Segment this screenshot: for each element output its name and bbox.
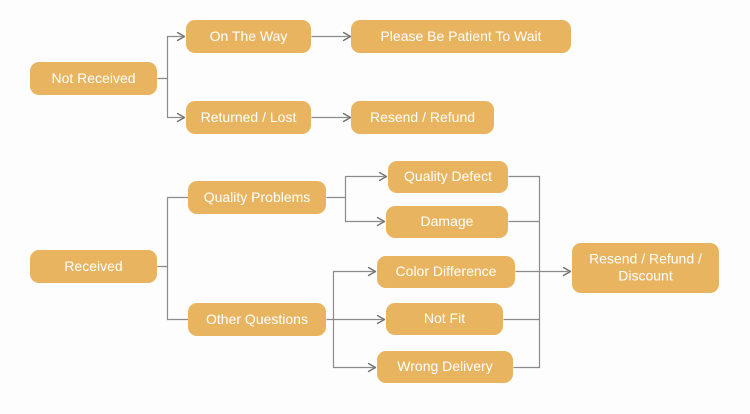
node-other-questions-label: Other Questions	[206, 311, 308, 327]
node-other-questions-box[interactable]	[188, 303, 326, 336]
node-quality-defect-label: Quality Defect	[404, 168, 492, 184]
node-color-difference-box[interactable]	[377, 256, 515, 288]
node-quality-defect[interactable]: Quality Defect	[388, 161, 508, 193]
node-returned-lost-box[interactable]	[186, 101, 311, 134]
node-not-fit-label: Not Fit	[424, 310, 465, 326]
node-not-received[interactable]: Not Received	[30, 62, 157, 95]
edge-on-the-way-to-please-be-patient	[311, 31, 352, 42]
node-on-the-way[interactable]: On The Way	[186, 20, 311, 53]
edge-leaves-to-resend-refund-discount	[503, 175, 572, 369]
node-not-fit[interactable]: Not Fit	[386, 303, 503, 335]
node-wrong-delivery-box[interactable]	[377, 351, 513, 383]
node-received-box[interactable]	[30, 250, 157, 283]
node-please-be-patient-box[interactable]	[351, 20, 571, 53]
node-quality-problems[interactable]: Quality Problems	[188, 181, 326, 214]
node-not-received-box[interactable]	[30, 62, 157, 95]
node-resend-refund-box[interactable]	[351, 101, 494, 134]
node-received-label: Received	[64, 258, 122, 274]
edge-received-to-branches	[157, 196, 189, 321]
node-color-difference[interactable]: Color Difference	[377, 256, 515, 288]
edge-other-questions-to-children	[326, 266, 386, 373]
node-damage-label: Damage	[421, 213, 474, 229]
node-damage[interactable]: Damage	[386, 206, 508, 238]
edge-returned-lost-to-resend-refund	[311, 112, 352, 123]
node-not-fit-box[interactable]	[386, 303, 503, 335]
node-resend-refund-discount-label-line1: Resend / Refund /	[589, 251, 702, 267]
node-color-difference-label: Color Difference	[396, 263, 497, 279]
node-not-received-label: Not Received	[51, 70, 135, 86]
node-please-be-patient[interactable]: Please Be Patient To Wait	[351, 20, 571, 53]
node-resend-refund[interactable]: Resend / Refund	[351, 101, 494, 134]
node-please-be-patient-label: Please Be Patient To Wait	[380, 28, 541, 44]
node-damage-box[interactable]	[386, 206, 508, 238]
node-resend-refund-discount-box[interactable]	[572, 243, 719, 293]
node-resend-refund-discount-label-line2: Discount	[618, 268, 673, 284]
node-returned-lost[interactable]: Returned / Lost	[186, 101, 311, 134]
edge-not-received-to-branches	[157, 31, 186, 123]
edge-quality-problems-to-children	[326, 171, 388, 227]
node-wrong-delivery[interactable]: Wrong Delivery	[377, 351, 513, 383]
node-resend-refund-discount[interactable]: Resend / Refund / Discount	[572, 243, 719, 293]
node-other-questions[interactable]: Other Questions	[188, 303, 326, 336]
node-quality-problems-box[interactable]	[188, 181, 326, 214]
node-wrong-delivery-label: Wrong Delivery	[397, 358, 492, 374]
node-received[interactable]: Received	[30, 250, 157, 283]
node-returned-lost-label: Returned / Lost	[201, 109, 297, 125]
node-quality-defect-box[interactable]	[388, 161, 508, 193]
node-quality-problems-label: Quality Problems	[204, 189, 311, 205]
node-resend-refund-label: Resend / Refund	[370, 109, 475, 125]
node-on-the-way-box[interactable]	[186, 20, 311, 53]
node-on-the-way-label: On The Way	[210, 28, 288, 44]
